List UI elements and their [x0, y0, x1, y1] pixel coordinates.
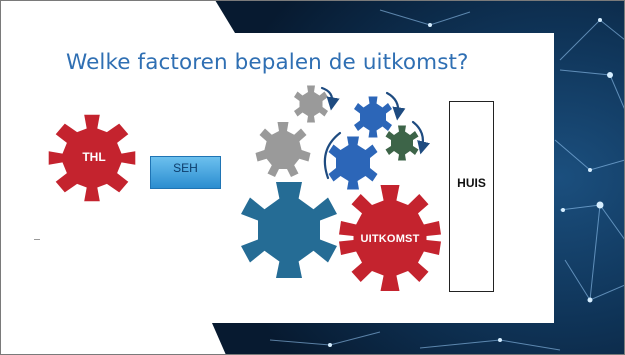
seh-box: SEH: [150, 156, 221, 189]
grey-gear-small-icon: [294, 85, 328, 123]
rotation-arrows: [320, 86, 431, 180]
blue-gear-center-icon: [328, 136, 378, 190]
huis-box: HUIS: [449, 101, 494, 292]
grey-gear-large-icon: [255, 122, 311, 177]
rotation-arrow-icon: [323, 131, 342, 180]
rotation-arrow-icon: [411, 120, 431, 155]
blue-gear-top-icon: [354, 96, 392, 138]
thl-label: THL: [82, 150, 106, 164]
huis-label: HUIS: [457, 176, 486, 190]
uitkomst-label: UITKOMST: [360, 233, 420, 245]
rotation-arrow-icon: [320, 86, 340, 111]
seh-label: SEH: [173, 161, 198, 175]
slide-title: Welke factoren bepalen de uitkomst?: [66, 50, 469, 75]
rotation-arrow-icon: [385, 91, 406, 121]
uitkomst-gear-icon: [339, 185, 441, 291]
teal-gear-icon: [241, 182, 337, 278]
green-gear-icon: [385, 125, 419, 161]
divider: [34, 239, 40, 240]
thl-gear-icon: [48, 114, 136, 202]
